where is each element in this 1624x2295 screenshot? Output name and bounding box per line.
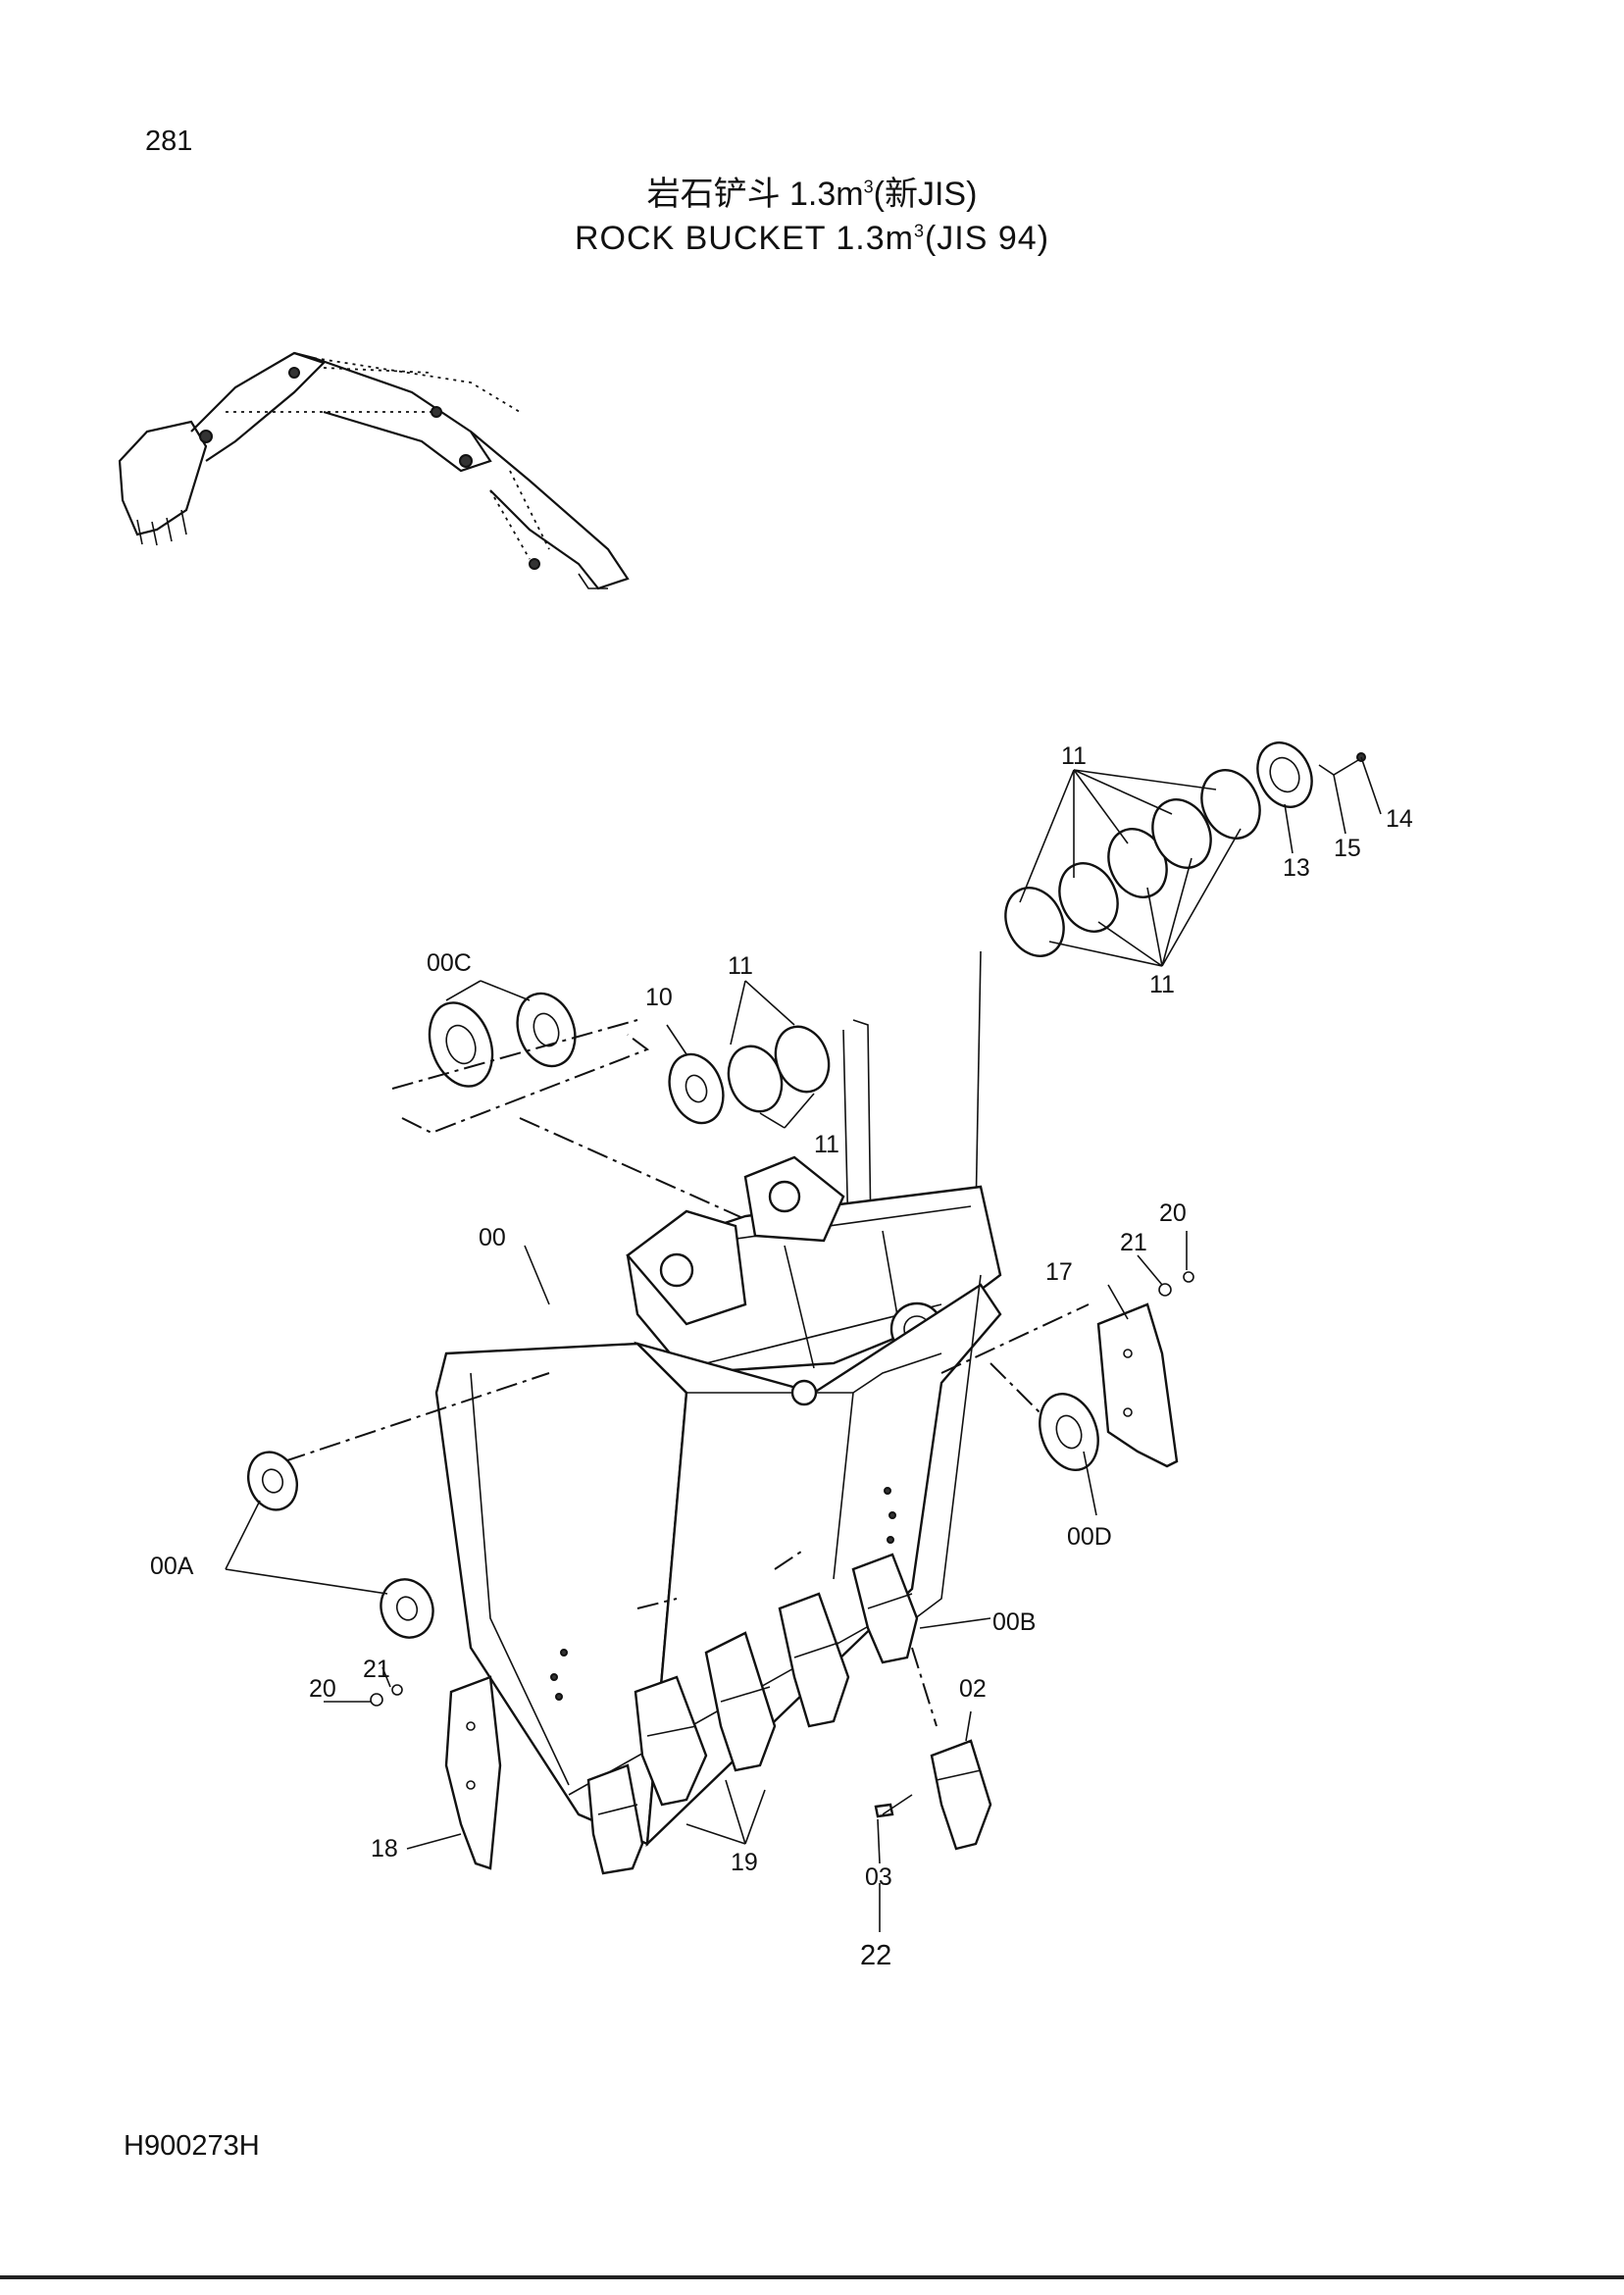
- callout-00B: 00B: [992, 1608, 1036, 1636]
- excavator-locator-thumbnail: [118, 351, 630, 590]
- callout-21-left: 21: [363, 1656, 390, 1683]
- page-number: 281: [145, 126, 193, 157]
- upper-left-washers: [391, 980, 872, 1247]
- callout-00D: 00D: [1067, 1523, 1112, 1551]
- callout-20-right: 20: [1159, 1199, 1187, 1227]
- callout-18: 18: [371, 1835, 398, 1862]
- callout-20-left: 20: [309, 1675, 336, 1703]
- title-en-superscript: 3: [913, 221, 925, 241]
- title-en-text: ROCK BUCKET 1.3m: [574, 220, 914, 257]
- callout-00A: 00A: [150, 1553, 194, 1580]
- side-cutters: [444, 1302, 1179, 1870]
- callout-11-right: 11: [1149, 971, 1175, 998]
- callout-19: 19: [731, 1849, 758, 1876]
- callout-21-right: 21: [1120, 1229, 1147, 1256]
- callout-11-top: 11: [1061, 742, 1087, 770]
- title-cn-superscript: 3: [863, 177, 874, 197]
- callout-15: 15: [1334, 835, 1361, 862]
- title-chinese: 岩石铲斗 1.3m3(新JIS): [0, 167, 1624, 215]
- title-cn-text: 岩石铲斗 1.3m: [646, 176, 864, 213]
- bushings-and-bolts: [225, 1231, 1194, 1932]
- callout-22: 22: [860, 1940, 891, 1971]
- document-code: H900273H: [124, 2130, 260, 2162]
- callout-03: 03: [865, 1863, 892, 1891]
- callout-14: 14: [1386, 805, 1413, 833]
- callout-13: 13: [1283, 854, 1310, 882]
- callout-10: 10: [645, 984, 673, 1011]
- title-en-suffix: (JIS 94): [924, 220, 1050, 257]
- callout-00C: 00C: [427, 949, 472, 977]
- shim-stack-right: [975, 741, 1382, 1217]
- callout-17: 17: [1045, 1258, 1073, 1286]
- bottom-rule: [0, 2275, 1624, 2279]
- callout-11-mid-bottom: 11: [814, 1131, 839, 1158]
- bucket-teeth: [586, 1553, 992, 1875]
- callout-11-mid-top: 11: [728, 952, 753, 980]
- title-cn-suffix: (新JIS): [873, 176, 978, 213]
- callout-00: 00: [479, 1224, 506, 1251]
- callout-labels: 11 11 14 15 13 00C 10 11 11 00 20 21 17 …: [150, 742, 1413, 1971]
- callout-02: 02: [959, 1675, 987, 1703]
- title-english: ROCK BUCKET 1.3m3(JIS 94): [0, 220, 1624, 258]
